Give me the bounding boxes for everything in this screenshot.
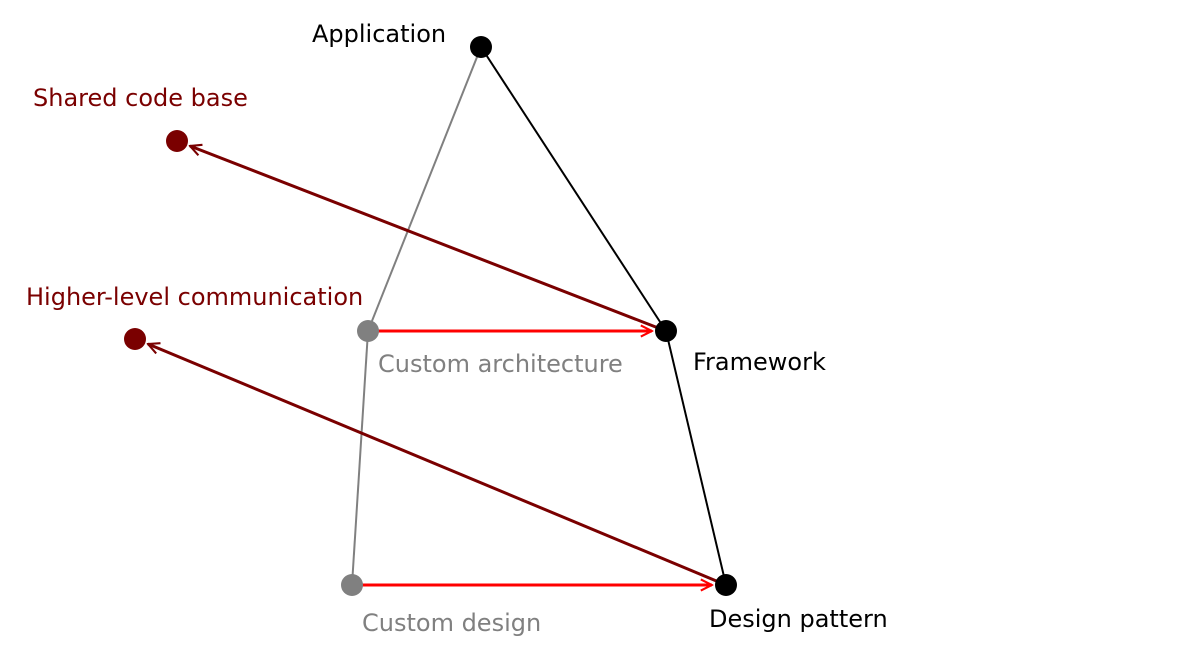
label-custom-design: Custom design bbox=[362, 609, 542, 637]
arrow-framework-to-shared-code-base bbox=[190, 146, 667, 333]
node-application bbox=[470, 36, 492, 58]
arrow-design-pattern-to-higher-level-communication bbox=[148, 344, 727, 587]
label-custom-architecture: Custom architecture bbox=[378, 350, 623, 378]
edge-application-framework bbox=[480, 46, 667, 332]
label-application: Application bbox=[312, 20, 447, 48]
label-framework: Framework bbox=[693, 348, 826, 376]
node-higher-level-communication bbox=[124, 328, 146, 350]
node-custom-architecture bbox=[357, 320, 379, 342]
label-higher-level-communication: Higher-level communication bbox=[26, 283, 364, 311]
label-shared-code-base: Shared code base bbox=[33, 84, 248, 112]
node-shared-code-base bbox=[166, 130, 188, 152]
label-design-pattern: Design pattern bbox=[709, 605, 888, 633]
edge-application-custom-architecture bbox=[367, 46, 482, 332]
edge-custom-architecture-custom-design bbox=[351, 330, 369, 586]
edge-framework-design-pattern bbox=[665, 330, 727, 586]
node-design-pattern bbox=[715, 574, 737, 596]
node-custom-design bbox=[341, 574, 363, 596]
node-framework bbox=[655, 320, 677, 342]
